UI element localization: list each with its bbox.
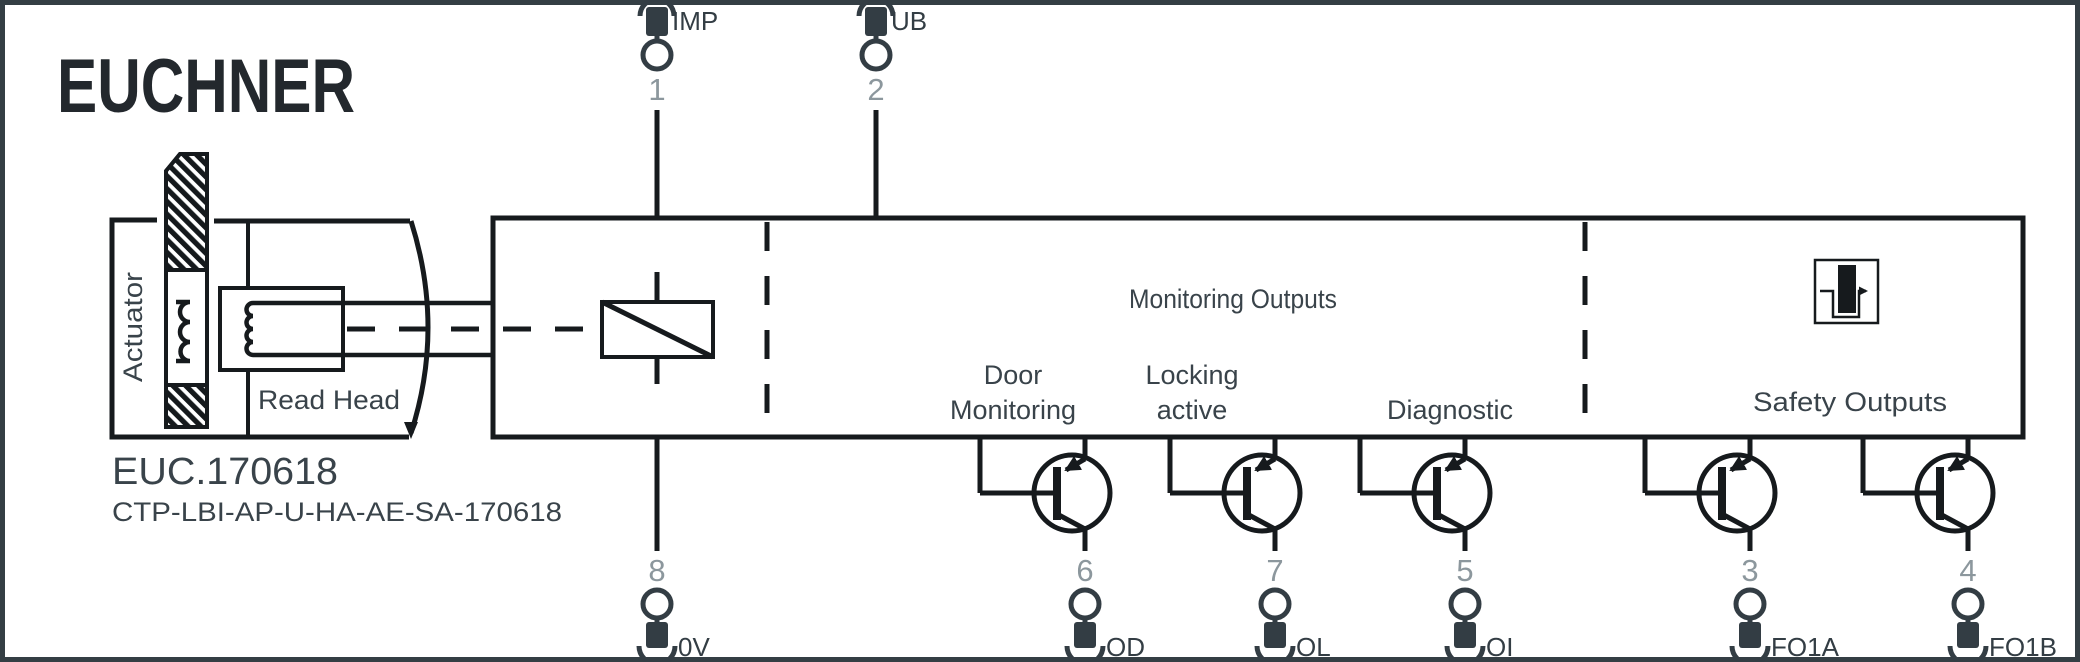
terminal-1-imp: 1 IMP: [637, 0, 718, 218]
main-unit-box: [490, 215, 2026, 440]
terminal-3-fo1a: 3 FO1A: [1729, 553, 1840, 662]
read-head-box: [218, 286, 345, 372]
cable-curve: [408, 220, 431, 434]
pin-number: 5: [1456, 553, 1473, 588]
terminal-5-oi: 5 OI: [1444, 553, 1513, 662]
actuator-coil-icon: [176, 299, 191, 364]
plug-icon: [646, 622, 668, 648]
relay-icon: [600, 272, 715, 384]
plug-icon: [1454, 622, 1476, 648]
monitoring-outputs-label: Monitoring Outputs: [1129, 284, 1337, 314]
pin-number: 2: [867, 72, 884, 107]
terminal-ring-icon: [640, 587, 674, 621]
plug-icon: [1957, 622, 1979, 648]
locking-active-label-line1: Locking: [1145, 360, 1238, 390]
pin-number: 7: [1266, 553, 1283, 588]
diagnostic-label: Diagnostic: [1387, 395, 1513, 425]
terminal-6-od: 6 OD: [1064, 553, 1145, 662]
actuator-bar-hatch-top: [164, 152, 209, 272]
terminal-ring-icon: [1448, 587, 1482, 621]
terminal-ring-icon: [640, 38, 674, 72]
actuator-read-head-assembly: Actuator Read Head: [109, 152, 600, 440]
actuator-label: Actuator: [118, 272, 148, 382]
terminal-ring-icon: [859, 38, 893, 72]
pin-number: 1: [648, 72, 665, 107]
safety-outputs-label: Safety Outputs: [1753, 387, 1947, 417]
transistor-fo1a-icon: [1642, 437, 1778, 551]
terminal-ring-icon: [1733, 587, 1767, 621]
pulse-output-icon: [1813, 258, 1880, 325]
terminal-8-0v: 8 0V: [636, 437, 710, 662]
signal-label: IMP: [672, 6, 718, 36]
transistor-oi-icon: [1357, 437, 1493, 551]
pin-number: 3: [1741, 553, 1758, 588]
pin-number: 4: [1959, 553, 1976, 588]
terminal-ring-icon: [1258, 587, 1292, 621]
read-head-label: Read Head: [258, 385, 400, 415]
plug-icon: [865, 7, 887, 36]
signal-label: FO1B: [1989, 632, 2057, 662]
pin-number: 6: [1076, 553, 1093, 588]
read-head-coil-icon: [244, 300, 254, 358]
plug-icon: [646, 7, 668, 36]
actuator-bar-hatch-bottom: [164, 383, 209, 429]
terminal-ring-icon: [1068, 587, 1102, 621]
signal-label: UB: [891, 6, 927, 36]
transistor-fo1b-icon: [1860, 437, 1996, 551]
door-monitoring-label-line2: Monitoring: [950, 395, 1076, 425]
terminal-4-fo1b: 4 FO1B: [1947, 553, 2057, 662]
pin-number: 8: [648, 553, 665, 588]
door-monitoring-label-line1: Door: [984, 360, 1043, 390]
signal-label: FO1A: [1771, 632, 1840, 662]
terminal-2-ub: 2 UB: [856, 0, 927, 218]
assembly-outline: [109, 217, 409, 440]
signal-label: 0V: [678, 632, 710, 662]
product-name: EUC.170618: [112, 451, 338, 493]
plug-icon: [1074, 622, 1096, 648]
signal-label: OD: [1106, 632, 1145, 662]
plug-icon: [1739, 622, 1761, 648]
cable-curve-arrowhead: [404, 422, 418, 439]
transistor-od-icon: [977, 437, 1113, 551]
transistor-ol-icon: [1167, 437, 1303, 551]
signal-label: OI: [1486, 632, 1513, 662]
plug-icon: [1264, 622, 1286, 648]
product-order-code: CTP-LBI-AP-U-HA-AE-SA-170618: [112, 497, 562, 527]
terminal-ring-icon: [1951, 587, 1985, 621]
signal-label: OL: [1296, 632, 1331, 662]
terminal-7-ol: 7 OL: [1254, 553, 1331, 662]
locking-active-label-line2: active: [1157, 395, 1228, 425]
euchner-logo: EUCHNER: [57, 44, 355, 129]
